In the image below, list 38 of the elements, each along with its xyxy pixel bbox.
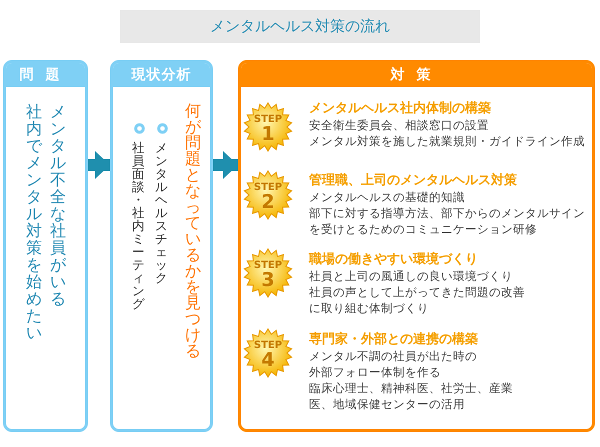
panel (110, 60, 213, 432)
step-badge (243, 248, 293, 298)
step-number: 2 (260, 192, 276, 212)
step-number: 1 (260, 124, 276, 144)
panel (238, 60, 595, 432)
step-description: 社員と上司の風通しの良い環境づくり (309, 268, 514, 284)
step-description: 部下に対する指導方法、部下からのメンタルサインを受けとるためのコミュニケーション研修 (309, 205, 586, 237)
panel-heading: 対策 (241, 63, 592, 87)
step-description: 安全衛生委員会、相談窓口の設置 (309, 117, 490, 133)
step-description: メンタル対策を施した就業規則・ガイドライン作成 (309, 133, 585, 149)
step-description: 社員の声として上がってきた問題の改善に取り組む体制づくり (309, 284, 526, 316)
step-description: 臨床心理士、精神科医、社労士、産業医、地域保健センターの活用 (309, 380, 514, 412)
key-question: 何が問題となっているかを見つける (184, 103, 202, 359)
step-badge (243, 328, 293, 378)
step-heading: メンタルヘルス社内体制の構築 (309, 100, 491, 117)
step-description: メンタルヘルスの基礎的知識 (309, 189, 466, 205)
panel-heading: 問題 (6, 63, 85, 87)
step-heading: 管理職、上司のメンタルヘルス対策 (309, 172, 517, 189)
step-badge (243, 170, 293, 220)
step-heading: 職場の働きやすい環境づくり (309, 251, 478, 268)
panel (3, 60, 88, 432)
step-number: 4 (260, 350, 276, 370)
step-number: 3 (260, 270, 276, 290)
bullet-item: メンタルヘルスチェック (154, 141, 169, 284)
problem-text: 社内でメンタル対策を始めたい (25, 103, 43, 341)
step-description: メンタル不調の社員が出た時の外部フォロー体制を作る (309, 348, 478, 380)
step-word: STEP (252, 340, 284, 351)
step-word: STEP (252, 182, 284, 193)
step-word: STEP (252, 260, 284, 271)
step-badge (243, 102, 293, 152)
arrow (88, 151, 110, 179)
title-banner: メンタルヘルス対策の流れ (120, 10, 480, 43)
step-heading: 専門家・外部との連携の構築 (309, 331, 478, 348)
bullet-item: 社員面談・社内ミーティング (131, 141, 146, 310)
panel-heading: 現状分析 (113, 63, 210, 87)
step-word: STEP (252, 114, 284, 125)
problem-text: メンタル不全な社員がいる (49, 103, 67, 307)
arrow (213, 151, 238, 179)
